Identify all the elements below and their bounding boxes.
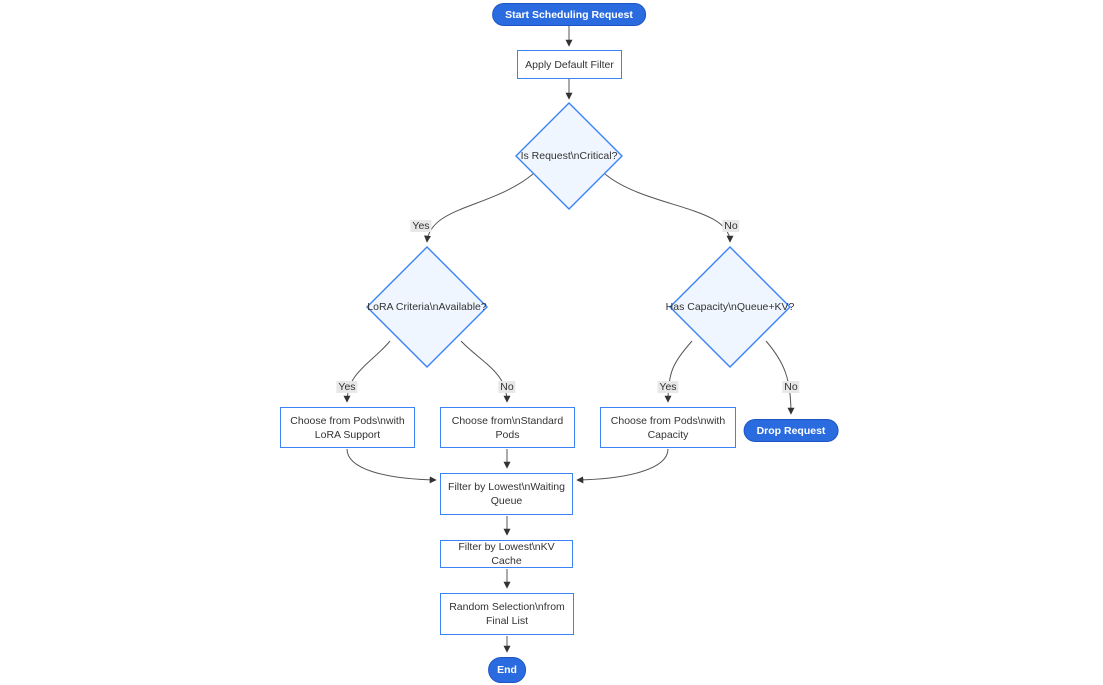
choose-lora-pods-node: Choose from Pods\nwith LoRA Support (280, 407, 415, 448)
random-selection-node: Random Selection\nfrom Final List (440, 593, 574, 635)
decision-has-capacity-shape (669, 246, 791, 368)
edge-label-lora-no: No (498, 381, 516, 393)
drop-request-node: Drop Request (743, 419, 839, 442)
edge-is-critical-no (604, 173, 734, 243)
has-capacity-decision-label: Has Capacity\nQueue+KV? (665, 301, 795, 313)
decision-lora-criteria-shape (366, 246, 488, 368)
edge-capacity-no (765, 340, 795, 415)
edge-label-lora-yes: Yes (336, 381, 358, 393)
choose-standard-pods-node: Choose from\nStandard Pods (440, 407, 575, 448)
edge-capacity-pods-to-filter-queue (576, 448, 669, 484)
edge-is-critical-yes (424, 173, 534, 243)
edge-capacity-yes (664, 340, 693, 403)
end-node: End (488, 657, 526, 683)
edge-label-capacity-yes: Yes (657, 381, 679, 393)
edge-lora-no (460, 340, 511, 403)
edge-lora-pods-to-filter-queue (346, 448, 437, 484)
filter-waiting-queue-node: Filter by Lowest\nWaiting Queue (440, 473, 573, 515)
edge-label-capacity-no: No (782, 381, 800, 393)
edge-lora-yes (343, 340, 391, 403)
apply-default-filter-node: Apply Default Filter (517, 50, 622, 79)
edge-label-critical-no: No (722, 220, 740, 232)
start-node: Start Scheduling Request (492, 3, 646, 26)
filter-kv-cache-node: Filter by Lowest\nKV Cache (440, 540, 573, 568)
choose-capacity-pods-node: Choose from Pods\nwith Capacity (600, 407, 736, 448)
lora-criteria-decision-label: LoRA Criteria\nAvailable? (367, 301, 487, 313)
edge-label-critical-yes: Yes (410, 220, 432, 232)
decision-is-critical-shape (515, 102, 623, 210)
is-critical-decision-label: Is Request\nCritical? (520, 150, 618, 162)
